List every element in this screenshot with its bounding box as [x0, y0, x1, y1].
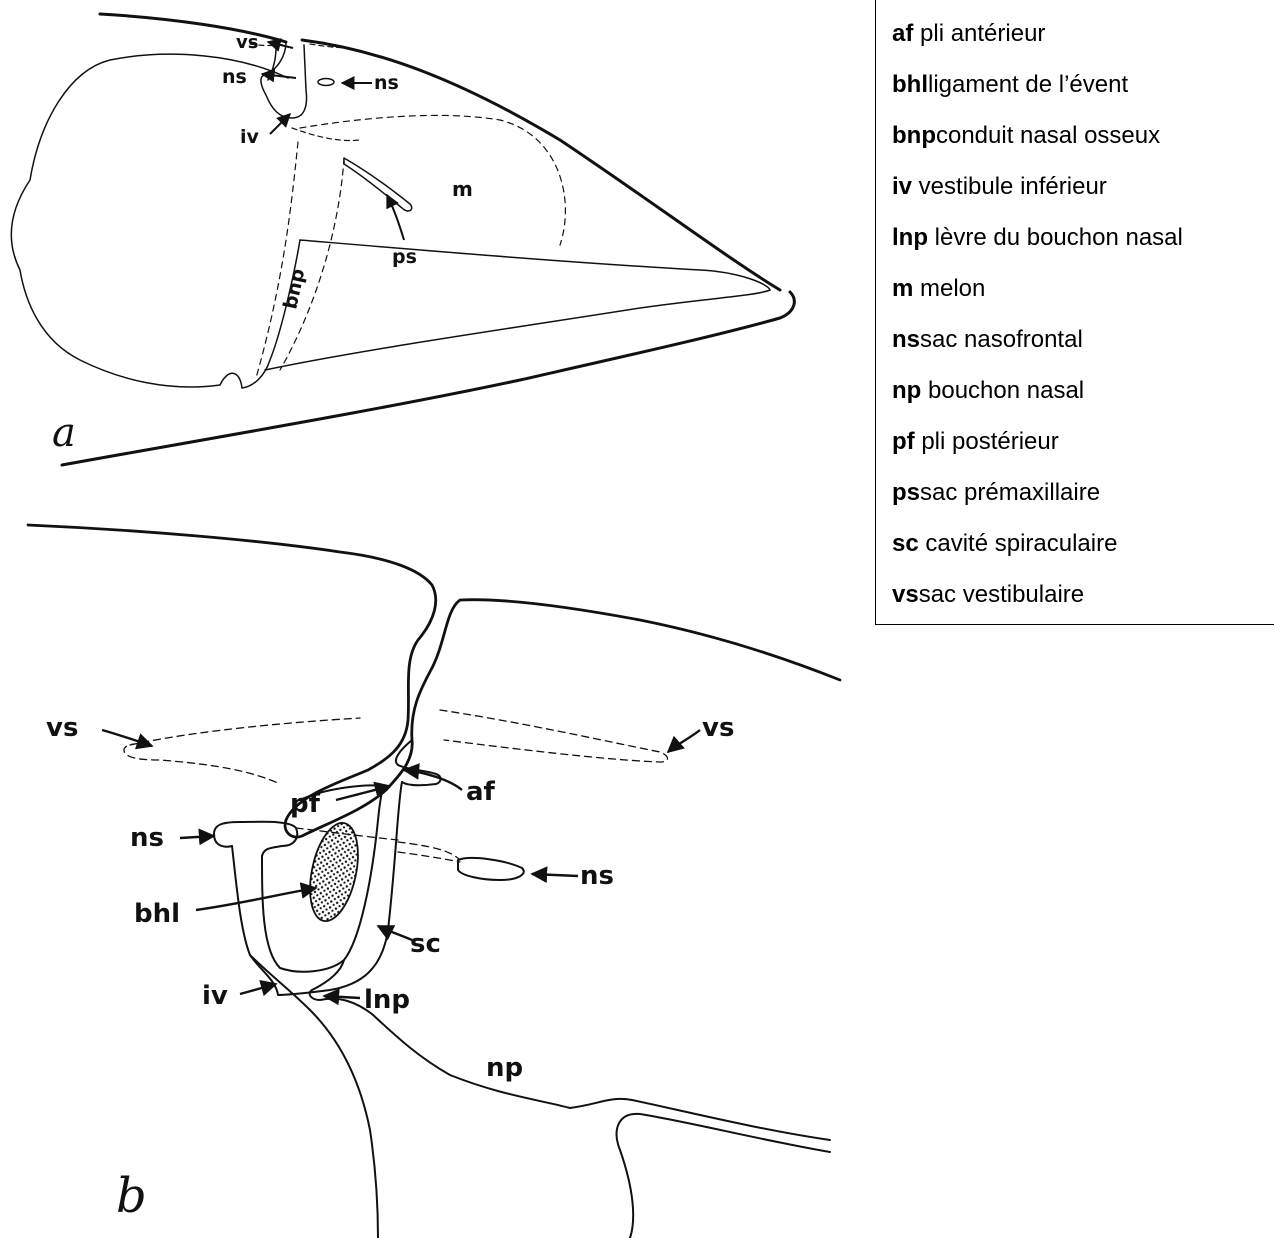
legend-abbr: bnp — [892, 122, 936, 149]
label-a-ps: ps — [392, 246, 417, 268]
label-b-sc: sc — [410, 929, 441, 959]
legend-item-lnp: lnp lèvre du bouchon nasal — [892, 212, 1274, 263]
label-b-bhl: bhl — [134, 899, 180, 929]
label-a-vs: vs — [236, 32, 258, 53]
legend-item-bhl: bhlligament de l’évent — [892, 59, 1274, 110]
legend-item-ps: pssac prémaxillaire — [892, 467, 1274, 518]
legend-abbr: ns — [892, 326, 920, 353]
label-b-vs-right: vs — [702, 713, 734, 743]
panel-b-drawing — [28, 525, 840, 1238]
legend-abbr: pf — [892, 428, 915, 455]
label-b-ns-left: ns — [130, 823, 164, 853]
legend-text: pli antérieur — [913, 20, 1045, 47]
label-b-vs-left: vs — [46, 713, 78, 743]
label-b-np: np — [486, 1053, 523, 1083]
panel-letter-b: b — [116, 1168, 147, 1224]
label-b-lnp: lnp — [364, 985, 410, 1015]
label-a-ns-right: ns — [374, 72, 399, 94]
legend-abbr: bhl — [892, 71, 928, 98]
legend-item-sc: sc cavité spiraculaire — [892, 518, 1274, 569]
legend-text: pli postérieur — [915, 428, 1059, 455]
legend-item-vs: vssac vestibulaire — [892, 569, 1274, 620]
legend-abbr: lnp — [892, 224, 928, 251]
legend-abbr: np — [892, 377, 921, 404]
label-a-iv: iv — [240, 126, 260, 148]
label-a-ns-left: ns — [222, 66, 247, 88]
legend-abbr: sc — [892, 530, 919, 557]
legend-abbr: af — [892, 20, 913, 47]
legend-item-bnp: bnpconduit nasal osseux — [892, 110, 1274, 161]
legend-text: ligament de l’évent — [928, 71, 1128, 98]
legend-text: sac vestibulaire — [919, 581, 1084, 608]
legend-text: conduit nasal osseux — [936, 122, 1160, 149]
label-a-m: m — [452, 177, 473, 201]
panel-letter-a: a — [52, 410, 76, 456]
label-b-af: af — [466, 777, 496, 807]
label-b-pf: pf — [290, 789, 321, 819]
legend-text: melon — [913, 275, 985, 302]
legend-text: cavité spiraculaire — [919, 530, 1118, 557]
label-b-iv: iv — [202, 981, 228, 1011]
legend-text: bouchon nasal — [921, 377, 1084, 404]
legend-text: lèvre du bouchon nasal — [928, 224, 1183, 251]
legend-abbr: m — [892, 275, 913, 302]
legend-item-pf: pf pli postérieur — [892, 416, 1274, 467]
panel-a-drawing — [11, 14, 794, 465]
legend-item-af: af pli antérieur — [892, 8, 1274, 59]
legend-text: sac prémaxillaire — [920, 479, 1100, 506]
legend-abbr: vs — [892, 581, 919, 608]
legend-item-m: m melon — [892, 263, 1274, 314]
label-a-bnp: bnp — [279, 267, 309, 311]
legend-item-iv: iv vestibule inférieur — [892, 161, 1274, 212]
panel-b-labels: vs vs af pf ns ns bhl sc iv lnp np b — [46, 713, 734, 1224]
legend-text: sac nasofrontal — [920, 326, 1083, 353]
legend-abbr: ps — [892, 479, 920, 506]
label-b-ns-right: ns — [580, 861, 614, 891]
legend-text: vestibule inférieur — [912, 173, 1107, 200]
legend-item-ns: nssac nasofrontal — [892, 314, 1274, 365]
legend-box: af pli antérieur bhlligament de l’évent … — [875, 0, 1274, 625]
legend-abbr: iv — [892, 173, 912, 200]
panel-a-labels: vs ns ns iv m ps bnp a — [52, 32, 473, 456]
legend-item-np: np bouchon nasal — [892, 365, 1274, 416]
